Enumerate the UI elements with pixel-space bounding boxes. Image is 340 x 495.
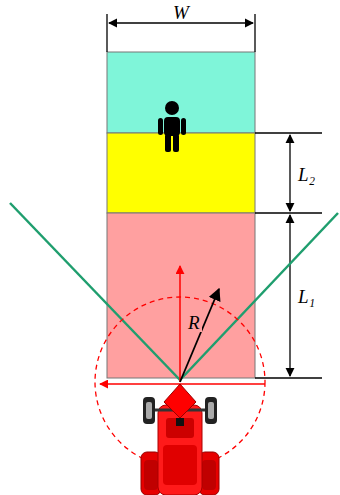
- radius-label: R: [186, 313, 202, 332]
- length-label: L₁: [296, 287, 317, 306]
- radius-arrow: [180, 289, 219, 382]
- lateral-axis: [100, 383, 265, 385]
- length-dimensions: [255, 133, 322, 378]
- length-label: L₂: [296, 165, 317, 184]
- person-icon: [158, 101, 186, 152]
- stop-zone: [107, 213, 255, 378]
- warning-zone: [107, 133, 255, 213]
- robot: [141, 384, 219, 495]
- width-label: W: [171, 3, 191, 22]
- field-of-view: [10, 203, 338, 380]
- forward-axis: [179, 266, 181, 382]
